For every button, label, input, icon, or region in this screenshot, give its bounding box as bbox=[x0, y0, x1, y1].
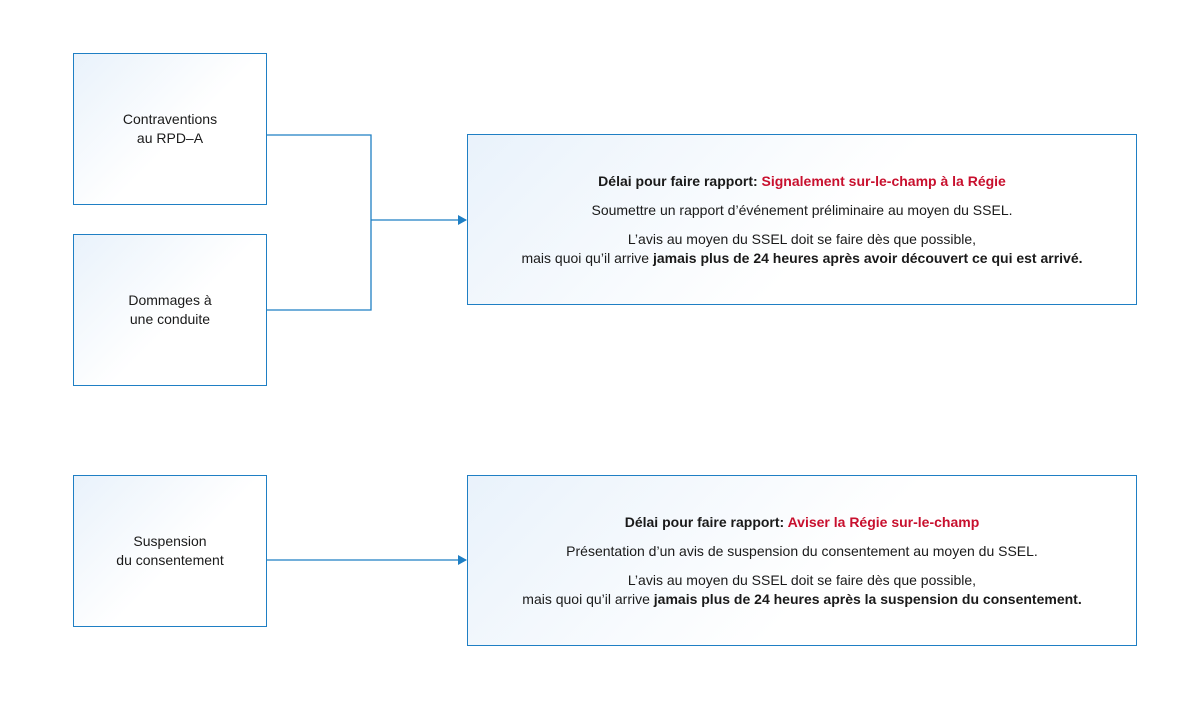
panel1-line3: mais quoi qu’il arrive jamais plus de 24… bbox=[521, 249, 1082, 268]
box-contraventions-line1: Contraventions bbox=[122, 111, 218, 127]
box-dommages: Dommages à une conduite bbox=[73, 234, 267, 386]
panel2-line3-bold: jamais plus de 24 heures après la suspen… bbox=[653, 590, 1082, 607]
box-dommages-label: Dommages à une conduite bbox=[128, 291, 211, 329]
panel1-line3-bold: jamais plus de 24 heures après avoir déc… bbox=[652, 249, 1083, 266]
panel1-line1: Soumettre un rapport d’événement prélimi… bbox=[591, 201, 1013, 218]
panel1-title-prefix: Délai pour faire rapport: bbox=[598, 172, 762, 189]
panel2-line2: L’avis au moyen du SSEL doit se faire dè… bbox=[627, 571, 977, 588]
box-suspension-label: Suspension du consentement bbox=[116, 532, 223, 570]
box-contraventions: Contraventions au RPD–A bbox=[73, 53, 267, 205]
panel1-line2: L’avis au moyen du SSEL doit se faire dè… bbox=[627, 230, 977, 247]
panel1-title-highlight: Signalement sur-le-champ à la Régie bbox=[761, 172, 1006, 189]
panel2-line1: Présentation d’un avis de suspension du … bbox=[566, 542, 1038, 559]
box-suspension-line2: du consentement bbox=[116, 552, 224, 568]
box-contraventions-line2: au RPD–A bbox=[136, 130, 204, 146]
panel2-title-highlight: Aviser la Régie sur-le-champ bbox=[787, 513, 980, 530]
box-contraventions-label: Contraventions au RPD–A bbox=[123, 110, 217, 148]
panel-signalement: Délai pour faire rapport: Signalement su… bbox=[467, 134, 1137, 305]
panel2-line3: mais quoi qu’il arrive jamais plus de 24… bbox=[522, 590, 1081, 609]
panel1-title: Délai pour faire rapport: Signalement su… bbox=[598, 172, 1006, 191]
panel2-line3-prefix: mais quoi qu’il arrive bbox=[522, 590, 654, 607]
panel1-line3-prefix: mais quoi qu’il arrive bbox=[521, 249, 653, 266]
panel2-title-prefix: Délai pour faire rapport: bbox=[624, 513, 788, 530]
box-dommages-line1: Dommages à bbox=[128, 292, 212, 308]
panel-suspension: Délai pour faire rapport: Aviser la Régi… bbox=[467, 475, 1137, 646]
panel2-title: Délai pour faire rapport: Aviser la Régi… bbox=[625, 513, 980, 532]
box-dommages-line2: une conduite bbox=[129, 311, 211, 327]
box-suspension: Suspension du consentement bbox=[73, 475, 267, 627]
connector-contraventions bbox=[267, 134, 372, 220]
connector-dommages bbox=[267, 220, 372, 311]
box-suspension-line1: Suspension bbox=[133, 533, 207, 549]
